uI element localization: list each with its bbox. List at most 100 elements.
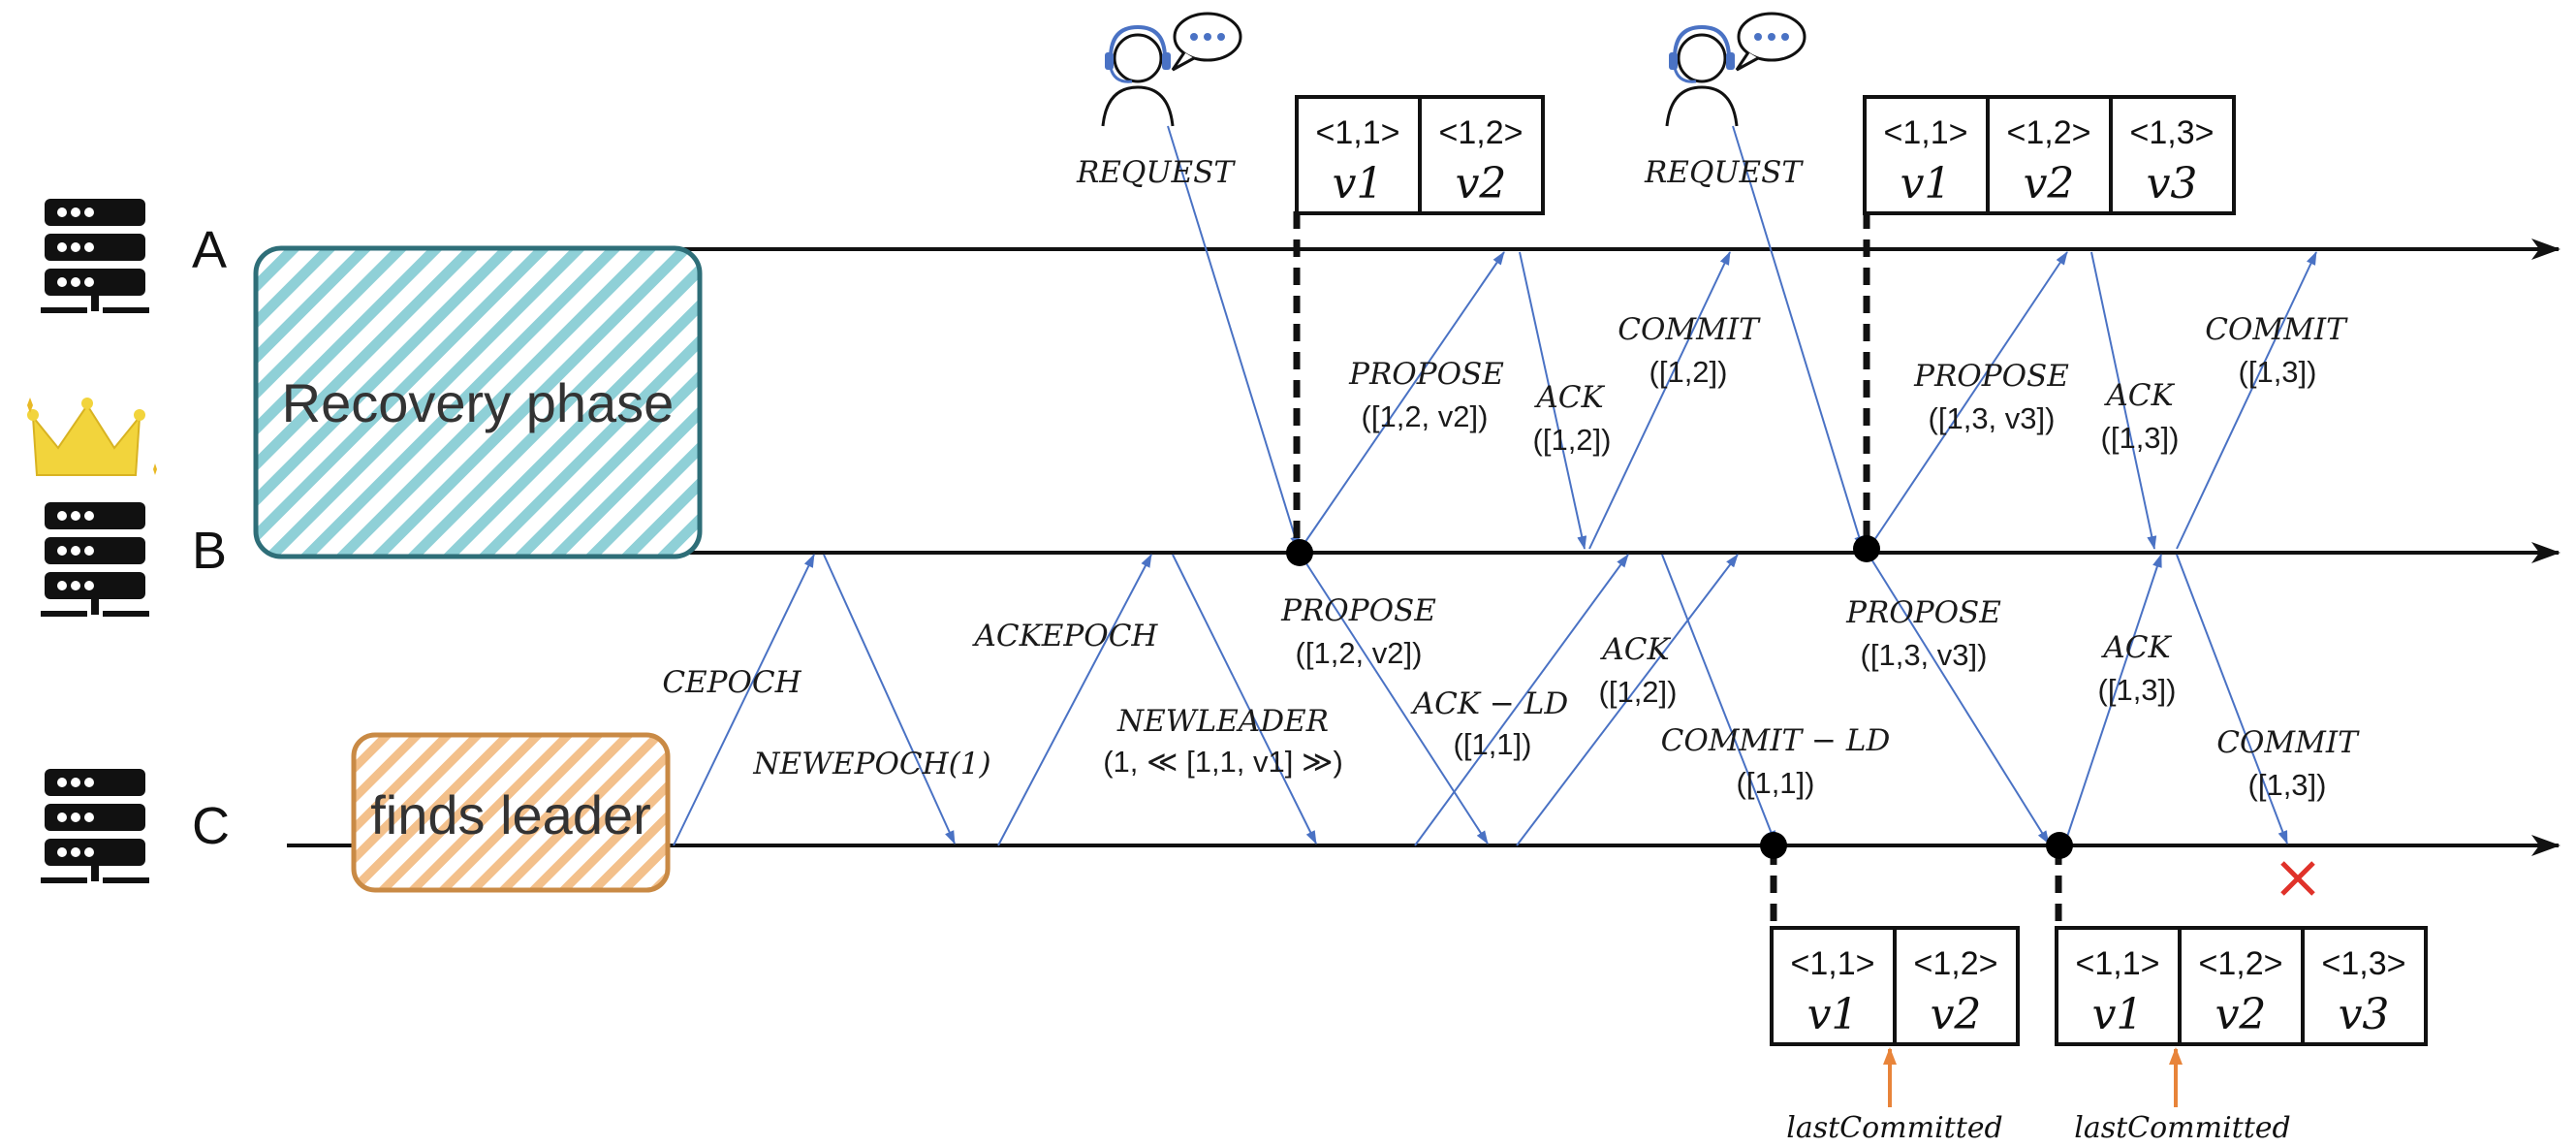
server-a-icon <box>41 199 149 313</box>
arrow-request-2 <box>1732 125 1864 550</box>
arrow-commit-a-13 <box>2176 251 2317 550</box>
msg-ack-c-12-2: ([1,2]) <box>1599 675 1678 709</box>
msg-commit-c-13-1: COMMIT <box>2216 725 2360 760</box>
event-dot-b-1 <box>1286 539 1313 566</box>
arrow-commit-ld <box>1661 554 1776 844</box>
arrow-propose-c-13 <box>1868 554 2050 844</box>
server-c-icon <box>41 769 149 883</box>
msg-propose-c-12-1: PROPOSE <box>1280 593 1436 628</box>
arrow-propose-a-13 <box>1868 251 2068 550</box>
msg-commit-a-13-1: COMMIT <box>2205 312 2348 347</box>
arrow-ack-c-12 <box>1516 554 1739 846</box>
arrow-propose-c-12 <box>1300 554 1489 844</box>
log-cell-value: v3 <box>2339 990 2390 1039</box>
msg-ack-a-12-2: ([1,2]) <box>1533 423 1612 457</box>
log-table-leader-1: <1,1> v1 <1,2> v2 <box>1295 95 1545 215</box>
log-cell-key: <1,1> <box>1791 945 1875 982</box>
message-arrows <box>673 125 2317 846</box>
request-label-1: REQUEST <box>1076 155 1236 190</box>
msg-commit-c-13-2: ([1,3]) <box>2248 768 2327 802</box>
event-dot-b-2 <box>1853 535 1880 562</box>
arrow-newleader <box>1172 554 1317 844</box>
msg-propose-c-13-1: PROPOSE <box>1845 595 2001 630</box>
msg-ack-c-13-1: ACK <box>2100 630 2172 665</box>
msg-ack-ld-2: ([1,1]) <box>1454 727 1532 761</box>
lost-message-icon <box>2280 861 2315 896</box>
arrow-cepoch <box>673 554 815 846</box>
arrow-ack-c-13 <box>2063 554 2162 846</box>
arrow-commit-c-13 <box>2176 554 2288 844</box>
server-b-icon <box>41 502 149 617</box>
msg-ack-a-12-1: ACK <box>1533 380 1605 415</box>
log-cell-key: <1,2> <box>2199 945 2283 982</box>
log-cell-key: <1,3> <box>2130 114 2215 151</box>
msg-propose-a-13-2: ([1,3, v3]) <box>1929 401 2056 435</box>
arrow-newepoch <box>823 554 956 844</box>
msg-ack-a-13-1: ACK <box>2103 378 2175 413</box>
log-cell-value: v2 <box>2215 990 2267 1039</box>
node-label-b: B <box>192 522 227 580</box>
client-2-icon <box>1665 12 1806 127</box>
msg-commit-a-12-2: ([1,2]) <box>1649 355 1728 389</box>
msg-commit-a-13-2: ([1,3]) <box>2239 355 2317 389</box>
msg-propose-a-12-2: ([1,2, v2]) <box>1362 399 1489 433</box>
finds-leader-box: finds leader <box>351 732 671 893</box>
msg-propose-a-13-1: PROPOSE <box>1913 359 2069 394</box>
log-cell-key: <1,2> <box>1914 945 1998 982</box>
last-committed-label-2: lastCommitted <box>2074 1111 2291 1142</box>
event-dot-c-1 <box>1760 832 1787 859</box>
msg-newepoch: NEWEPOCH(1) <box>752 747 990 781</box>
msg-propose-c-12-2: ([1,2, v2]) <box>1296 636 1423 670</box>
msg-newleader-1: NEWLEADER <box>1116 704 1329 739</box>
arrow-ackepoch <box>997 554 1152 846</box>
msg-newleader-2: (1, ≪ [1,1, v1] ≫) <box>1103 745 1343 779</box>
msg-ack-c-13-2: ([1,3]) <box>2098 673 2177 707</box>
node-label-c: C <box>192 797 230 855</box>
arrow-ack-ld <box>1414 554 1629 846</box>
log-table-follower-1: <1,1> v1 <1,2> v2 <box>1770 926 2020 1046</box>
arrow-propose-a-12 <box>1300 251 1505 550</box>
msg-cepoch: CEPOCH <box>662 665 801 700</box>
event-dot-c-2 <box>2046 832 2073 859</box>
msg-ack-c-12-1: ACK <box>1599 632 1671 667</box>
log-cell-value: v1 <box>1333 159 1384 208</box>
arrow-ack-a-13 <box>2090 251 2157 550</box>
arrow-request-1 <box>1167 125 1300 550</box>
msg-commit-ld-2: ([1,1]) <box>1737 766 1815 800</box>
msg-propose-c-13-2: ([1,3, v3]) <box>1861 638 1988 672</box>
log-connectors <box>1293 211 2062 931</box>
log-table-leader-2: <1,1> v1 <1,2> v2 <1,3> v3 <box>1863 95 2236 215</box>
log-cell-value: v1 <box>1807 990 1859 1039</box>
msg-propose-a-12-1: PROPOSE <box>1348 357 1504 392</box>
arrow-ack-a-12 <box>1519 251 1587 550</box>
log-cell-key: <1,1> <box>2076 945 2160 982</box>
log-cell-value: v1 <box>1901 159 1952 208</box>
msg-ack-a-13-2: ([1,3]) <box>2101 421 2180 455</box>
arrow-commit-a-12 <box>1588 251 1731 550</box>
recovery-phase-box: Recovery phase <box>253 245 703 559</box>
msg-ackepoch: ACKEPOCH <box>972 619 1159 653</box>
log-cell-key: <1,1> <box>1316 114 1400 151</box>
log-cell-value: v3 <box>2147 159 2198 208</box>
request-label-2: REQUEST <box>1644 155 1804 190</box>
log-cell-value: v2 <box>2024 159 2075 208</box>
log-cell-value: v2 <box>1456 159 1507 208</box>
msg-ack-ld-1: ACK − LD <box>1410 686 1569 721</box>
log-cell-key: <1,2> <box>2007 114 2091 151</box>
crown-icon <box>27 398 157 476</box>
log-cell-value: v1 <box>2092 990 2144 1039</box>
node-label-a: A <box>192 221 227 279</box>
msg-commit-ld-1: COMMIT − LD <box>1661 723 1891 758</box>
finds-leader-label: finds leader <box>370 784 651 845</box>
log-cell-key: <1,2> <box>1439 114 1524 151</box>
log-cell-key: <1,3> <box>2322 945 2406 982</box>
last-committed-label-1: lastCommitted <box>1786 1111 2003 1142</box>
client-1-icon <box>1101 12 1242 127</box>
msg-commit-a-12-1: COMMIT <box>1618 312 1761 347</box>
recovery-phase-label: Recovery phase <box>282 372 675 433</box>
log-table-follower-2: <1,1> v1 <1,2> v2 <1,3> v3 <box>2055 926 2428 1046</box>
log-cell-key: <1,1> <box>1884 114 1968 151</box>
log-cell-value: v2 <box>1931 990 1982 1039</box>
